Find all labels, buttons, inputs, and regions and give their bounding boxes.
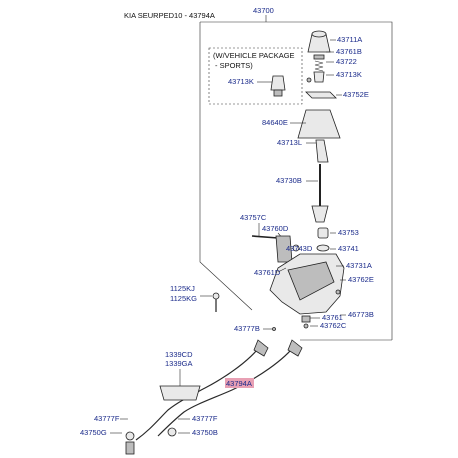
boot-84640E bbox=[297, 109, 341, 139]
label-43777F-right[interactable]: 43777F bbox=[192, 414, 218, 423]
label-43761B[interactable]: 43761B bbox=[336, 47, 362, 56]
label-43777F-left[interactable]: 43777F bbox=[94, 414, 120, 423]
label-43794A[interactable]: 43794A bbox=[226, 379, 252, 388]
label-43752E[interactable]: 43752E bbox=[343, 90, 369, 99]
label-43700[interactable]: 43700 bbox=[253, 6, 274, 15]
assembly-frame-right bbox=[200, 21, 393, 340]
bolt-43757C bbox=[251, 235, 279, 239]
label-43777B[interactable]: 43777B bbox=[234, 324, 260, 333]
label-46773B[interactable]: 46773B bbox=[348, 310, 374, 319]
cable-end-a bbox=[253, 339, 269, 357]
label-1339CD[interactable]: 1339CD bbox=[165, 350, 193, 359]
part-43713K bbox=[313, 71, 325, 83]
label-84640E[interactable]: 84640E bbox=[262, 118, 288, 127]
bushing-43750G bbox=[125, 431, 135, 441]
part-43761B bbox=[313, 54, 325, 60]
bracket-1339 bbox=[159, 385, 201, 401]
cable-end-b bbox=[287, 339, 303, 357]
label-43762E[interactable]: 43762E bbox=[348, 275, 374, 284]
label-1125KJ[interactable]: 1125KJ bbox=[170, 284, 195, 293]
diagram-title: KIA SEURPED10 - 43794A bbox=[124, 11, 215, 20]
label-43713L[interactable]: 43713L bbox=[277, 138, 302, 147]
label-43713K-right[interactable]: 43713K bbox=[336, 70, 362, 79]
housing-inner bbox=[287, 261, 335, 301]
plate-43752E bbox=[305, 91, 337, 99]
label-43743D[interactable]: 43743D bbox=[286, 244, 313, 253]
part-43753 bbox=[317, 227, 329, 239]
highlight-43794A bbox=[225, 378, 254, 388]
part-43761 bbox=[301, 315, 311, 323]
sports-note-line1: (W/VEHICLE PACKAGE bbox=[213, 51, 295, 60]
pin-part bbox=[306, 77, 312, 83]
label-43760D[interactable]: 43760D bbox=[262, 224, 289, 233]
label-43762C[interactable]: 43762C bbox=[320, 321, 347, 330]
spring-43722 bbox=[314, 60, 324, 72]
label-43750B[interactable]: 43750B bbox=[192, 428, 218, 437]
part-43743D bbox=[292, 244, 300, 252]
label-43761[interactable]: 43761 bbox=[322, 313, 343, 322]
label-43761D[interactable]: 43761D bbox=[254, 268, 281, 277]
sports-package-box bbox=[208, 47, 303, 105]
sports-note-line2: - SPORTS) bbox=[215, 61, 253, 70]
lever-43713L bbox=[315, 139, 329, 163]
lever-base bbox=[311, 205, 329, 223]
cable-tip-left bbox=[125, 441, 135, 455]
shift-knob-part bbox=[307, 30, 331, 53]
label-43750G[interactable]: 43750G bbox=[80, 428, 107, 437]
label-43757C[interactable]: 43757C bbox=[240, 213, 267, 222]
label-43731A[interactable]: 43731A bbox=[346, 261, 372, 270]
label-43722[interactable]: 43722 bbox=[336, 57, 357, 66]
part-43762E bbox=[335, 289, 341, 295]
part-43741 bbox=[316, 244, 330, 252]
label-1339GA[interactable]: 1339GA bbox=[165, 359, 193, 368]
label-1125KG[interactable]: 1125KG bbox=[170, 294, 197, 303]
bushing-43750B bbox=[167, 427, 177, 437]
label-43730B[interactable]: 43730B bbox=[276, 176, 302, 185]
assembly-frame-left bbox=[199, 22, 253, 311]
part-43762C bbox=[303, 323, 309, 329]
cable-a bbox=[135, 343, 263, 441]
label-43713K-left[interactable]: 43713K bbox=[228, 77, 254, 86]
clip-43777B bbox=[272, 327, 276, 331]
cable-b bbox=[157, 343, 297, 437]
leader-43761D bbox=[277, 267, 287, 273]
label-43753[interactable]: 43753 bbox=[338, 228, 359, 237]
knob-sports-part bbox=[270, 75, 286, 97]
label-43741[interactable]: 43741 bbox=[338, 244, 359, 253]
label-43711A[interactable]: 43711A bbox=[337, 35, 362, 44]
bolt-1125 bbox=[212, 292, 220, 312]
